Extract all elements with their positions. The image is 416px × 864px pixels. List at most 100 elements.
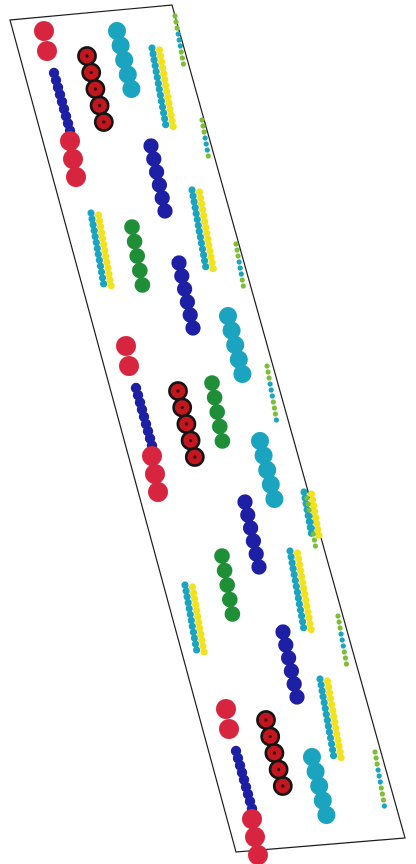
yellow-bead: [192, 601, 200, 609]
bead-core: [272, 751, 276, 755]
teal-chain: [251, 432, 284, 508]
small-bead: [375, 767, 381, 773]
teal-bead: [202, 263, 210, 271]
yellow-bead: [106, 276, 114, 284]
teal-bead: [122, 80, 141, 98]
red-bead: [37, 41, 57, 61]
small-bead: [339, 637, 345, 643]
small-bead: [338, 631, 344, 637]
small-bead: [308, 519, 314, 525]
teal-bead: [188, 622, 196, 630]
small-bead: [202, 135, 208, 141]
teal-bead: [148, 44, 156, 52]
green-bead: [222, 591, 238, 608]
yellow-bead: [193, 607, 201, 615]
green-bead: [212, 418, 228, 435]
teal-bead: [100, 280, 108, 288]
teal-bead: [226, 336, 245, 354]
small-bead: [376, 773, 382, 779]
teal-bead: [149, 50, 157, 58]
yellow-bead: [202, 223, 210, 231]
yellow-bead: [302, 596, 310, 604]
yellow-bead: [297, 567, 305, 575]
teal-bead: [154, 79, 162, 87]
teal-bead: [191, 204, 199, 212]
green-chain: [204, 375, 231, 449]
teal-bead: [91, 233, 99, 241]
small-bead: [343, 661, 349, 667]
bead-core: [180, 405, 184, 410]
yellow-bead: [330, 712, 338, 721]
green-bead: [224, 606, 241, 622]
yellow-bead: [157, 52, 165, 60]
yellow-bead: [325, 683, 333, 691]
small-bead: [233, 241, 239, 247]
navy-bead: [237, 494, 253, 510]
red-bead: [34, 21, 54, 41]
teal-bead: [261, 475, 280, 494]
yellow-bead: [164, 93, 172, 101]
yellow-bead: [332, 724, 340, 732]
lime-teal-dash: [172, 13, 186, 67]
teal-bead: [254, 446, 273, 465]
red-bead: [119, 356, 139, 376]
teal-bead: [296, 606, 305, 614]
navy-bead: [275, 624, 291, 640]
teal-chain: [219, 307, 252, 383]
bead-groups: [34, 13, 387, 864]
teal-bead: [316, 675, 324, 683]
yellow-bead: [94, 211, 103, 219]
navy-chain: [171, 255, 201, 336]
navy-chain: [275, 624, 305, 705]
yellow-bead: [335, 742, 343, 750]
small-bead: [236, 259, 242, 265]
yellow-bead: [98, 229, 106, 237]
small-bead: [266, 375, 272, 381]
yellow-bead: [306, 620, 314, 628]
teal-chain: [108, 22, 141, 98]
yellow-bead: [104, 264, 112, 272]
teal-bead: [201, 257, 209, 265]
small-bead: [240, 283, 246, 289]
navy-bead: [182, 307, 198, 323]
bead-core: [102, 120, 106, 124]
yellow-bead: [312, 514, 320, 522]
small-bead: [378, 785, 384, 791]
navy-bead: [146, 151, 162, 167]
teal-bead: [153, 73, 161, 82]
teal-bead: [195, 227, 203, 235]
green-bead: [124, 219, 140, 235]
yellow-bead: [162, 81, 170, 89]
small-bead: [271, 405, 277, 411]
teal-bead: [157, 97, 165, 105]
yellow-bead: [296, 561, 304, 569]
bead-core: [89, 70, 93, 75]
teal-bead: [98, 274, 107, 282]
small-bead: [341, 649, 347, 655]
teal-bead: [318, 687, 326, 695]
teal-bead: [289, 565, 297, 573]
teal-bead: [303, 748, 321, 766]
small-bead: [272, 411, 278, 417]
red-navy-chain: [34, 21, 86, 187]
navy-bead: [157, 203, 173, 219]
green-bead: [209, 404, 225, 420]
green-bead: [129, 248, 145, 264]
small-bead: [268, 387, 274, 393]
small-bead: [311, 537, 317, 543]
green-bead: [126, 233, 143, 250]
small-bead: [180, 61, 186, 67]
teal-bead: [322, 710, 330, 719]
navy-chain: [143, 138, 173, 219]
teal-bead: [288, 559, 296, 567]
small-bead: [310, 531, 316, 537]
teal-bead: [93, 244, 101, 252]
small-bead: [234, 247, 240, 253]
teal-bead: [233, 365, 252, 383]
teal-bead: [87, 209, 95, 217]
teal-bead: [111, 36, 130, 55]
yellow-bead: [328, 701, 336, 709]
teal-bead: [324, 722, 332, 730]
lime-teal-dash: [199, 117, 211, 159]
teal-bead: [219, 307, 237, 325]
